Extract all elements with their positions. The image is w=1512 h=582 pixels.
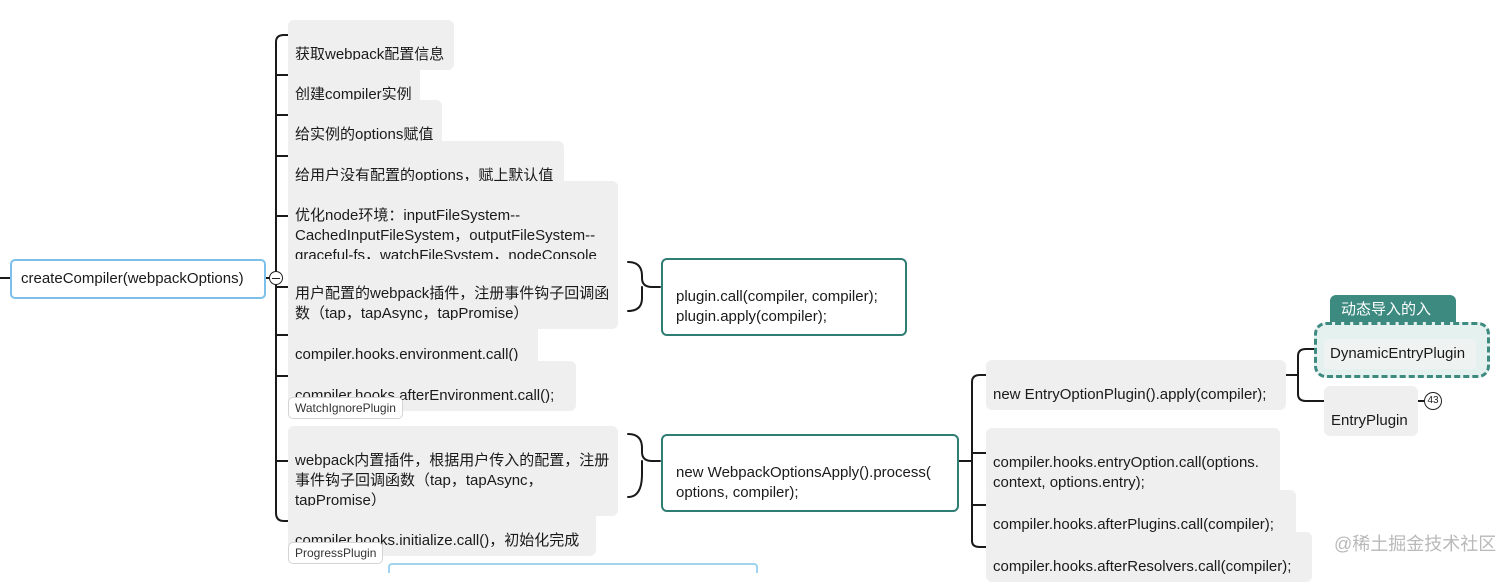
tag-label: ProgressPlugin <box>295 546 377 560</box>
step-node[interactable]: webpack内置插件，根据用户传入的配置，注册 事件钩子回调函数（tap，ta… <box>288 426 618 516</box>
tag-label: WatchIgnorePlugin <box>295 401 396 415</box>
child-label: new EntryOptionPlugin().apply(compiler); <box>993 386 1267 403</box>
watch-ignore-tag[interactable]: WatchIgnorePlugin <box>288 397 403 419</box>
after-plugins-hook-node[interactable]: compiler.hooks.afterPlugins.call(compile… <box>986 490 1296 540</box>
child-label: compiler.hooks.afterResolvers.call(compi… <box>993 558 1292 575</box>
summary-label: plugin.call(compiler, compiler); plugin.… <box>676 288 878 325</box>
step-label: 创建compiler实例 <box>295 86 412 103</box>
root-node[interactable]: createCompiler(webpackOptions) <box>10 259 266 299</box>
progress-plugin-tag[interactable]: ProgressPlugin <box>288 542 384 564</box>
dynamic-entry-label: DynamicEntryPlugin <box>1330 345 1466 362</box>
step-label: 优化node环境：inputFileSystem-- CachedInputFi… <box>295 207 597 264</box>
apply-summary-node[interactable]: new WebpackOptionsApply().process( optio… <box>661 434 959 512</box>
entry-option-hook-node[interactable]: compiler.hooks.entryOption.call(options.… <box>986 428 1280 498</box>
child-count-badge[interactable]: 43 <box>1424 392 1442 410</box>
step-node[interactable]: 优化node环境：inputFileSystem-- CachedInputFi… <box>288 181 618 271</box>
entry-option-plugin-node[interactable]: new EntryOptionPlugin().apply(compiler); <box>986 360 1286 410</box>
cropped-node-edge <box>388 563 758 573</box>
plugin-summary-node[interactable]: plugin.call(compiler, compiler); plugin.… <box>661 258 907 336</box>
step-label: compiler.hooks.environment.call() <box>295 346 519 363</box>
after-resolvers-hook-node[interactable]: compiler.hooks.afterResolvers.call(compi… <box>986 532 1312 582</box>
watermark: @稀土掘金技术社区 <box>1334 533 1496 555</box>
summary-label: new WebpackOptionsApply().process( optio… <box>676 464 931 501</box>
entry-plugin-label: EntryPlugin <box>1331 412 1408 429</box>
watermark-label: @稀土掘金技术社区 <box>1334 534 1497 554</box>
step-label: 获取webpack配置信息 <box>295 46 445 63</box>
step-label: 给实例的options赋值 <box>295 126 434 143</box>
entry-plugin-node[interactable]: EntryPlugin <box>1324 386 1418 436</box>
child-label: compiler.hooks.afterPlugins.call(compile… <box>993 516 1274 533</box>
root-node-label: createCompiler(webpackOptions) <box>21 270 244 287</box>
child-count-label: 43 <box>1427 395 1439 406</box>
step-node[interactable]: 用户配置的webpack插件，注册事件钩子回调函 数（tap，tapAsync，… <box>288 259 618 329</box>
step-label: webpack内置插件，根据用户传入的配置，注册 事件钩子回调函数（tap，ta… <box>295 452 610 509</box>
child-label: compiler.hooks.entryOption.call(options.… <box>993 454 1259 491</box>
step-label: 给用户没有配置的options，赋上默认值 <box>295 167 554 184</box>
collapse-toggle-icon[interactable] <box>269 271 283 285</box>
step-label: 用户配置的webpack插件，注册事件钩子回调函 数（tap，tapAsync，… <box>295 285 610 322</box>
dynamic-entry-plugin-node[interactable]: DynamicEntryPlugin <box>1324 339 1476 369</box>
